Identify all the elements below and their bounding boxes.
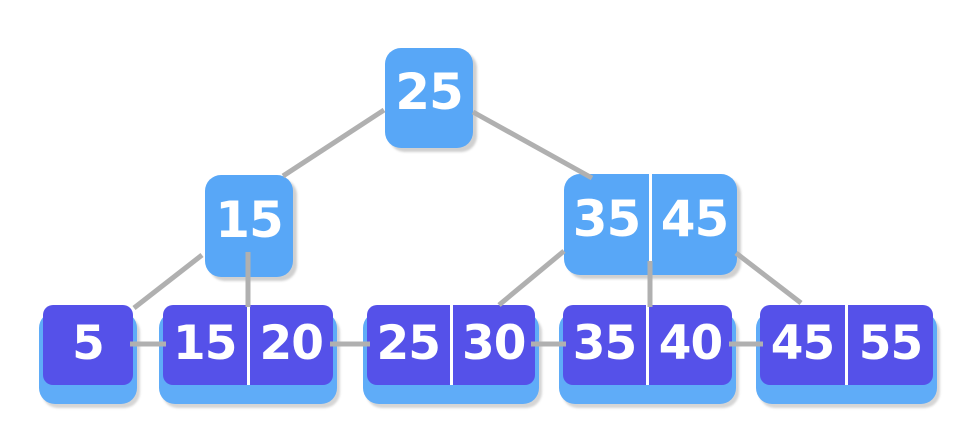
edge-15-to-leaf-5 [132,253,204,310]
edge-root-to-35-45 [471,109,594,181]
leaf-4-key-2: 40 [646,305,732,385]
root-node: 25 [385,48,473,148]
leaf-2-key-2: 20 [246,305,334,385]
internal-right-key-1: 35 [572,189,642,248]
leaf-5-key-1: 45 [770,315,835,371]
leaf-node-1: 5 [39,305,137,404]
edge-35-45-to-leaf-45-55 [734,251,803,305]
internal-node-left: 15 [205,175,293,277]
leaf-node-2: 15 20 [159,305,337,404]
leaf-2-key-1: 15 [173,315,237,371]
internal-left-key: 15 [215,191,284,249]
leaf-3-key-2: 30 [449,305,536,385]
leaf-node-4: 35 40 [559,305,736,404]
internal-right-key-2: 45 [649,174,737,275]
leaf-node-3: 25 30 [363,305,539,404]
leaf-4-key-1: 35 [572,315,637,371]
edge-root-to-15 [281,107,386,179]
edge-35-45-to-leaf-25-30 [497,249,566,307]
leaf-3-key-1: 25 [376,315,441,371]
internal-node-right: 35 45 [564,174,737,275]
leaf-1-key-1: 5 [72,315,105,371]
leaf-node-5: 45 55 [756,305,937,404]
leaf-5-key-2: 55 [845,305,933,385]
root-key: 25 [395,63,464,121]
